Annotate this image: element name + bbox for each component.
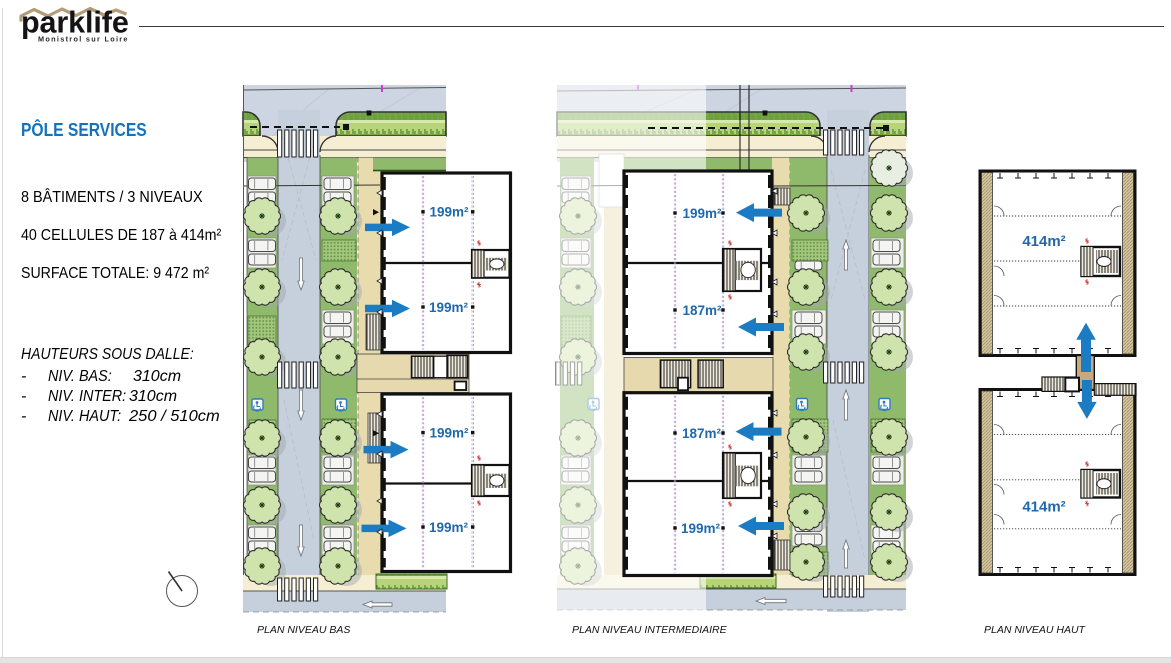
- svg-text:199m²: 199m²: [429, 425, 469, 440]
- svg-text:187m²: 187m²: [682, 303, 722, 318]
- svg-text:199m²: 199m²: [429, 520, 469, 535]
- svg-text:199m²: 199m²: [429, 300, 469, 315]
- svg-text:414m²: 414m²: [1022, 499, 1065, 516]
- svg-text:199m²: 199m²: [429, 205, 469, 220]
- svg-text:187m²: 187m²: [682, 426, 722, 441]
- svg-text:199m²: 199m²: [682, 206, 722, 221]
- svg-text:parklife: parklife: [21, 6, 129, 40]
- svg-text:414m²: 414m²: [1022, 233, 1065, 250]
- svg-text:199m²: 199m²: [681, 521, 721, 536]
- svg-text:Monistrol sur Loire: Monistrol sur Loire: [38, 35, 129, 44]
